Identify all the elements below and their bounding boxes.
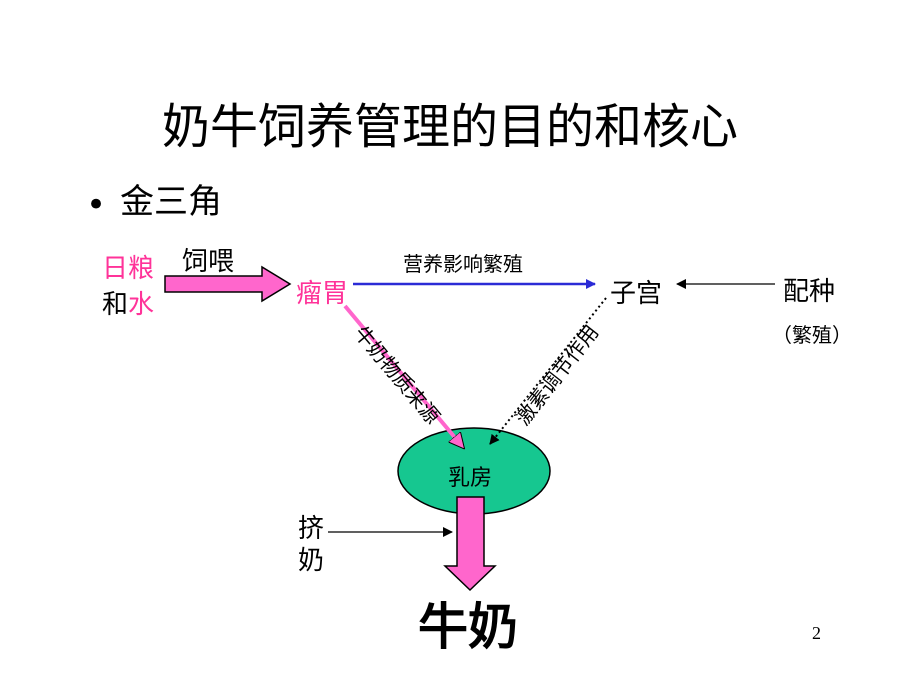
slide-title: 奶牛饲养管理的目的和核心 xyxy=(161,99,738,155)
udder-label: 乳房 xyxy=(448,466,493,491)
breeding-label: 配种 xyxy=(783,277,836,307)
feed-label-line1: 日粮 xyxy=(102,254,155,284)
feed-label-and: 和 xyxy=(102,290,129,320)
nutrition-label: 营养影响繁殖 xyxy=(403,252,523,276)
milk-source-arrow xyxy=(343,304,462,446)
feed-label-line2: 和水 xyxy=(102,292,154,318)
milking-char-1: 挤 xyxy=(298,514,325,544)
hormone-arrow xyxy=(489,297,607,445)
feeding-label: 饲喂 xyxy=(182,247,235,277)
feeding-block-arrow xyxy=(164,265,292,303)
milking-char-2: 奶 xyxy=(298,546,325,576)
milk-output-label: 牛奶 xyxy=(418,597,518,656)
bullet-text: 金三角 xyxy=(120,182,222,222)
milk-output-block-arrow xyxy=(443,496,497,592)
uterus-label: 子宫 xyxy=(610,279,663,309)
breeding-note: （繁殖） xyxy=(772,323,852,347)
rumen-label: 瘤胃 xyxy=(296,279,349,309)
bullet-dot: • xyxy=(86,185,107,225)
feed-label-water: 水 xyxy=(128,290,155,320)
page-number: 2 xyxy=(812,623,821,643)
